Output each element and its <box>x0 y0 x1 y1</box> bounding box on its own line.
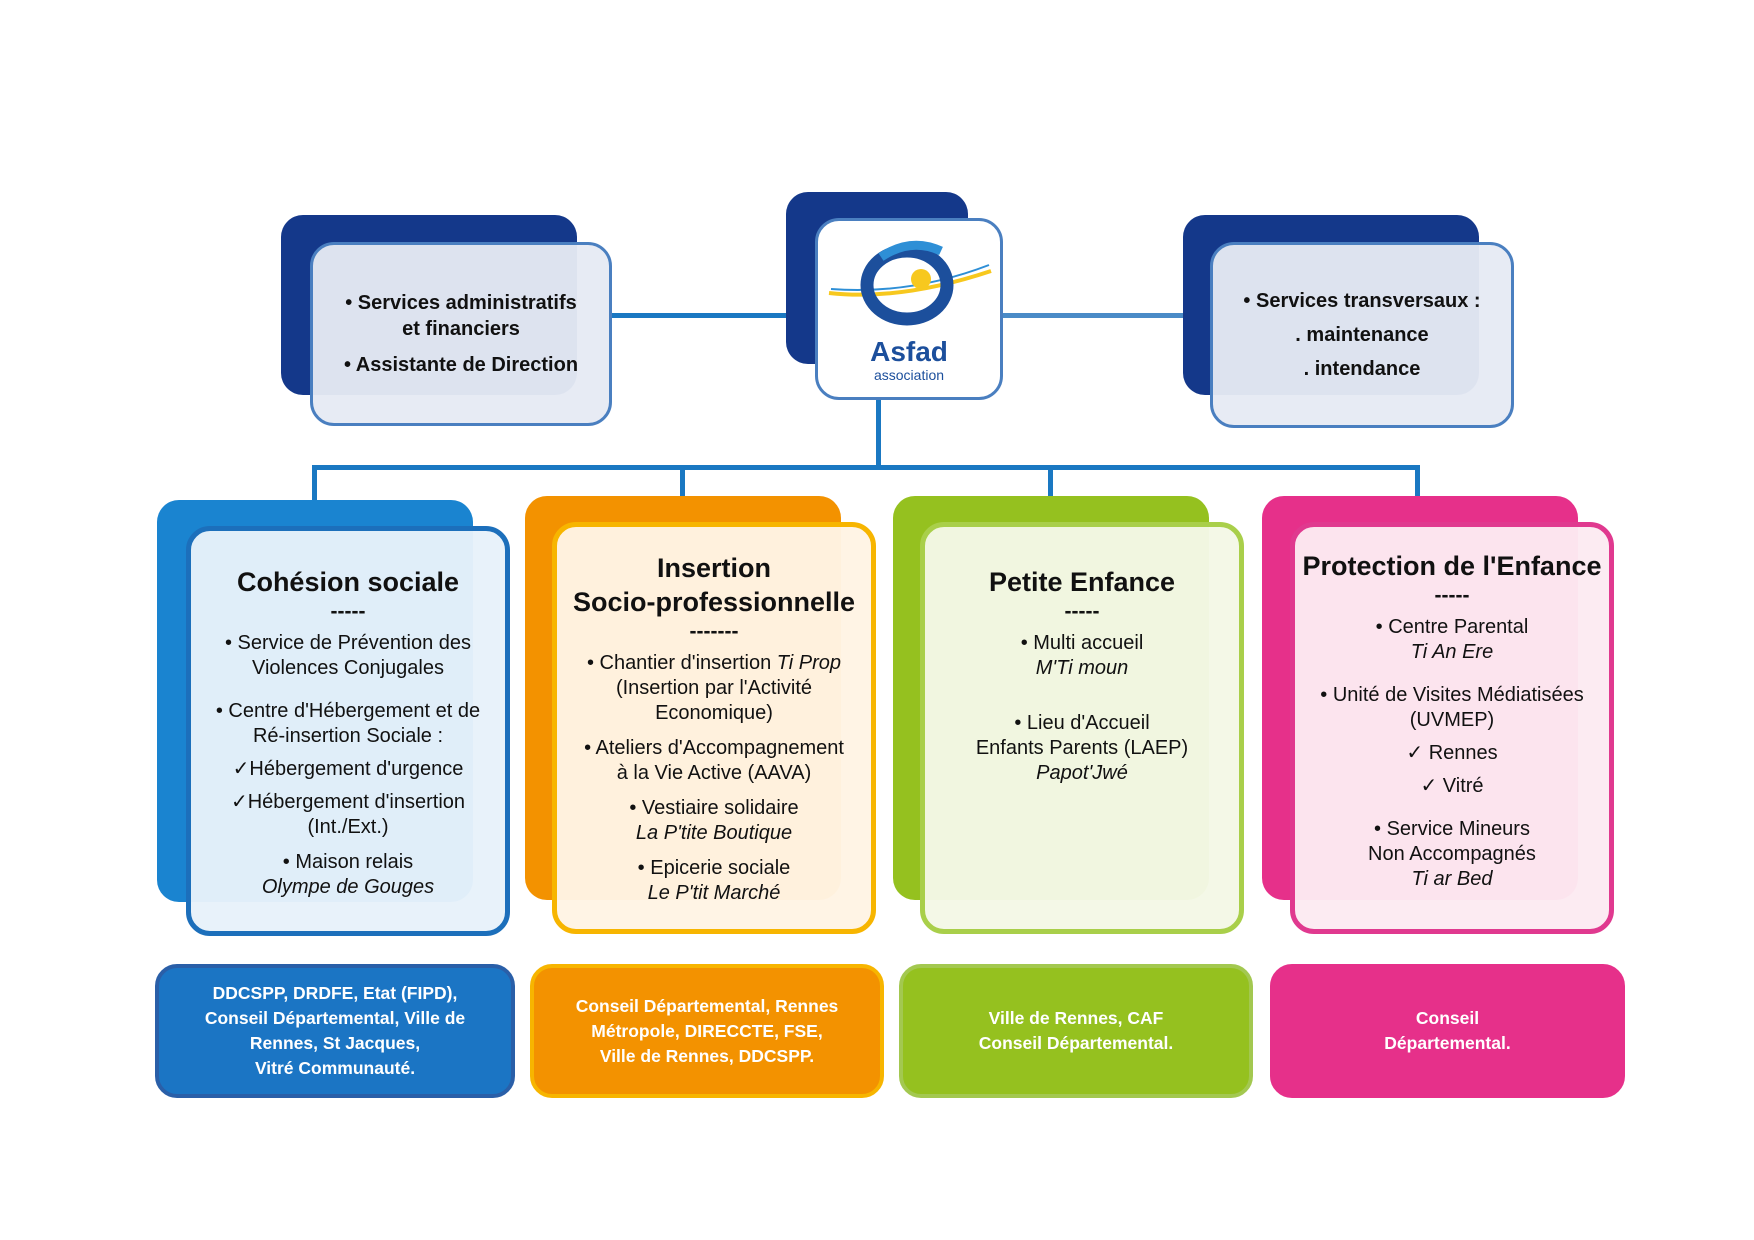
insertion-item-name: La P'tite Boutique <box>635 822 793 844</box>
left-box-item-2: et financiers <box>402 318 520 340</box>
logo-name: Asfad <box>870 336 948 367</box>
cohesion-item: ✓Hébergement d'urgence <box>232 758 464 780</box>
cohesion-item: Ré-insertion Sociale : <box>252 725 444 747</box>
logo-box: Asfad association <box>815 218 1003 400</box>
cohesion-funder-line: Vitré Communauté. <box>254 1058 416 1078</box>
connector-branch <box>312 465 1420 470</box>
cohesion-funders: DDCSPP, DRDFE, Etat (FIPD), Conseil Dépa… <box>155 964 515 1098</box>
insertion-funder-line: Ville de Rennes, DDCSPP. <box>599 1045 815 1066</box>
left-box: • Services administratifs et financiers … <box>310 242 612 426</box>
protection-funder-line: Conseil <box>1415 1008 1480 1028</box>
cohesion-item: • Maison relais <box>282 851 414 873</box>
left-box-item-1: • Services administratifs <box>345 292 577 314</box>
cohesion-funder-line: DDCSPP, DRDFE, Etat (FIPD), <box>212 983 458 1003</box>
petite-enfance-title: Petite Enfance <box>988 567 1176 597</box>
cohesion-item: • Service de Prévention des <box>224 632 472 654</box>
insertion-funder-line: Conseil Départemental, Rennes <box>575 995 839 1016</box>
cohesion-funder-line: Rennes, St Jacques, <box>249 1033 421 1053</box>
protection-item: (UVMEP) <box>1409 709 1495 731</box>
cohesion-separator: ----- <box>330 600 366 623</box>
insertion-item: • Chantier d'insertion Ti Prop <box>587 651 841 676</box>
protection-separator: ----- <box>1434 584 1470 607</box>
asfad-logo-icon <box>828 240 992 326</box>
connector-drop-2 <box>680 465 685 500</box>
petite-enfance-funder-line: Ville de Rennes, CAF <box>988 1008 1164 1028</box>
protection-item-name: Ti An Ere <box>1410 641 1494 663</box>
cohesion-item: • Centre d'Hébergement et de <box>215 700 481 722</box>
protection-funder-line: Départemental. <box>1384 1033 1511 1053</box>
insertion-item: • Vestiaire solidaire <box>629 797 799 819</box>
protection-item-name: Ti ar Bed <box>1411 868 1493 890</box>
petite-enfance-item: • Multi accueil <box>1020 632 1144 654</box>
insertion-item-name: Ti Prop <box>776 652 842 674</box>
connector-drop-3 <box>1048 465 1053 500</box>
connector-left <box>612 313 822 318</box>
cohesion-item: Violences Conjugales <box>252 657 444 679</box>
insertion-title-line-2: Socio-professionnelle <box>572 587 856 617</box>
insertion-item-label: • Chantier d'insertion <box>586 652 777 674</box>
cohesion-title: Cohésion sociale <box>236 567 460 597</box>
left-box-item-3: • Assistante de Direction <box>343 354 579 376</box>
right-box-item-2: . maintenance <box>1295 324 1429 346</box>
petite-enfance-funder-line: Conseil Départemental. <box>978 1033 1174 1053</box>
cohesion-funder-line: Conseil Départemental, Ville de <box>204 1008 466 1028</box>
insertion-item: à la Vie Active (AAVA) <box>616 762 812 784</box>
cohesion-card: Cohésion sociale ----- • Service de Prév… <box>186 526 510 936</box>
protection-funders: Conseil Départemental. <box>1270 964 1625 1098</box>
protection-item: ✓ Rennes <box>1406 742 1498 764</box>
protection-item: ✓ Vitré <box>1420 775 1484 797</box>
insertion-item: (Insertion par l'Activité <box>615 677 813 699</box>
insertion-separator: ------- <box>689 620 739 643</box>
cohesion-item-name: Olympe de Gouges <box>261 876 435 898</box>
insertion-item: • Epicerie sociale <box>637 857 791 879</box>
cohesion-item: ✓Hébergement d'insertion <box>230 791 466 813</box>
insertion-card: Insertion Socio-professionnelle ------- … <box>552 522 876 934</box>
connector-drop-1 <box>312 465 317 500</box>
insertion-item: • Ateliers d'Accompagnement <box>584 737 844 759</box>
petite-enfance-funders: Ville de Rennes, CAF Conseil Département… <box>899 964 1253 1098</box>
protection-item: • Centre Parental <box>1375 616 1529 638</box>
insertion-funder-line: Métropole, DIRECCTE, FSE, <box>591 1020 823 1041</box>
connector-right <box>1002 313 1212 318</box>
insertion-item: Economique) <box>655 702 773 724</box>
petite-enfance-card: Petite Enfance ----- • Multi accueil M'T… <box>920 522 1244 934</box>
petite-enfance-separator: ----- <box>1064 600 1100 623</box>
protection-card: Protection de l'Enfance ----- • Centre P… <box>1290 522 1614 934</box>
protection-item: • Unité de Visites Médiatisées <box>1320 684 1584 706</box>
right-box: • Services transversaux : . maintenance … <box>1210 242 1514 428</box>
right-box-item-3: . intendance <box>1303 358 1421 380</box>
protection-item: • Service Mineurs <box>1374 818 1530 840</box>
connector-drop-4 <box>1415 465 1420 500</box>
insertion-title-line-1: Insertion <box>656 553 771 583</box>
protection-item: Non Accompagnés <box>1368 843 1536 865</box>
insertion-item-name: Le P'tit Marché <box>647 882 781 904</box>
connector-trunk <box>876 398 881 468</box>
petite-enfance-item: • Lieu d'Accueil <box>1014 712 1150 734</box>
protection-title: Protection de l'Enfance <box>1302 551 1602 581</box>
cohesion-item: (Int./Ext.) <box>307 816 389 838</box>
petite-enfance-item-name: M'Ti moun <box>1035 657 1129 679</box>
petite-enfance-item-name: Papot'Jwé <box>1036 762 1128 784</box>
petite-enfance-item: Enfants Parents (LAEP) <box>975 737 1189 759</box>
right-box-item-1: • Services transversaux : <box>1243 290 1481 312</box>
logo-subtitle: association <box>873 367 945 383</box>
insertion-funders: Conseil Départemental, Rennes Métropole,… <box>530 964 884 1098</box>
